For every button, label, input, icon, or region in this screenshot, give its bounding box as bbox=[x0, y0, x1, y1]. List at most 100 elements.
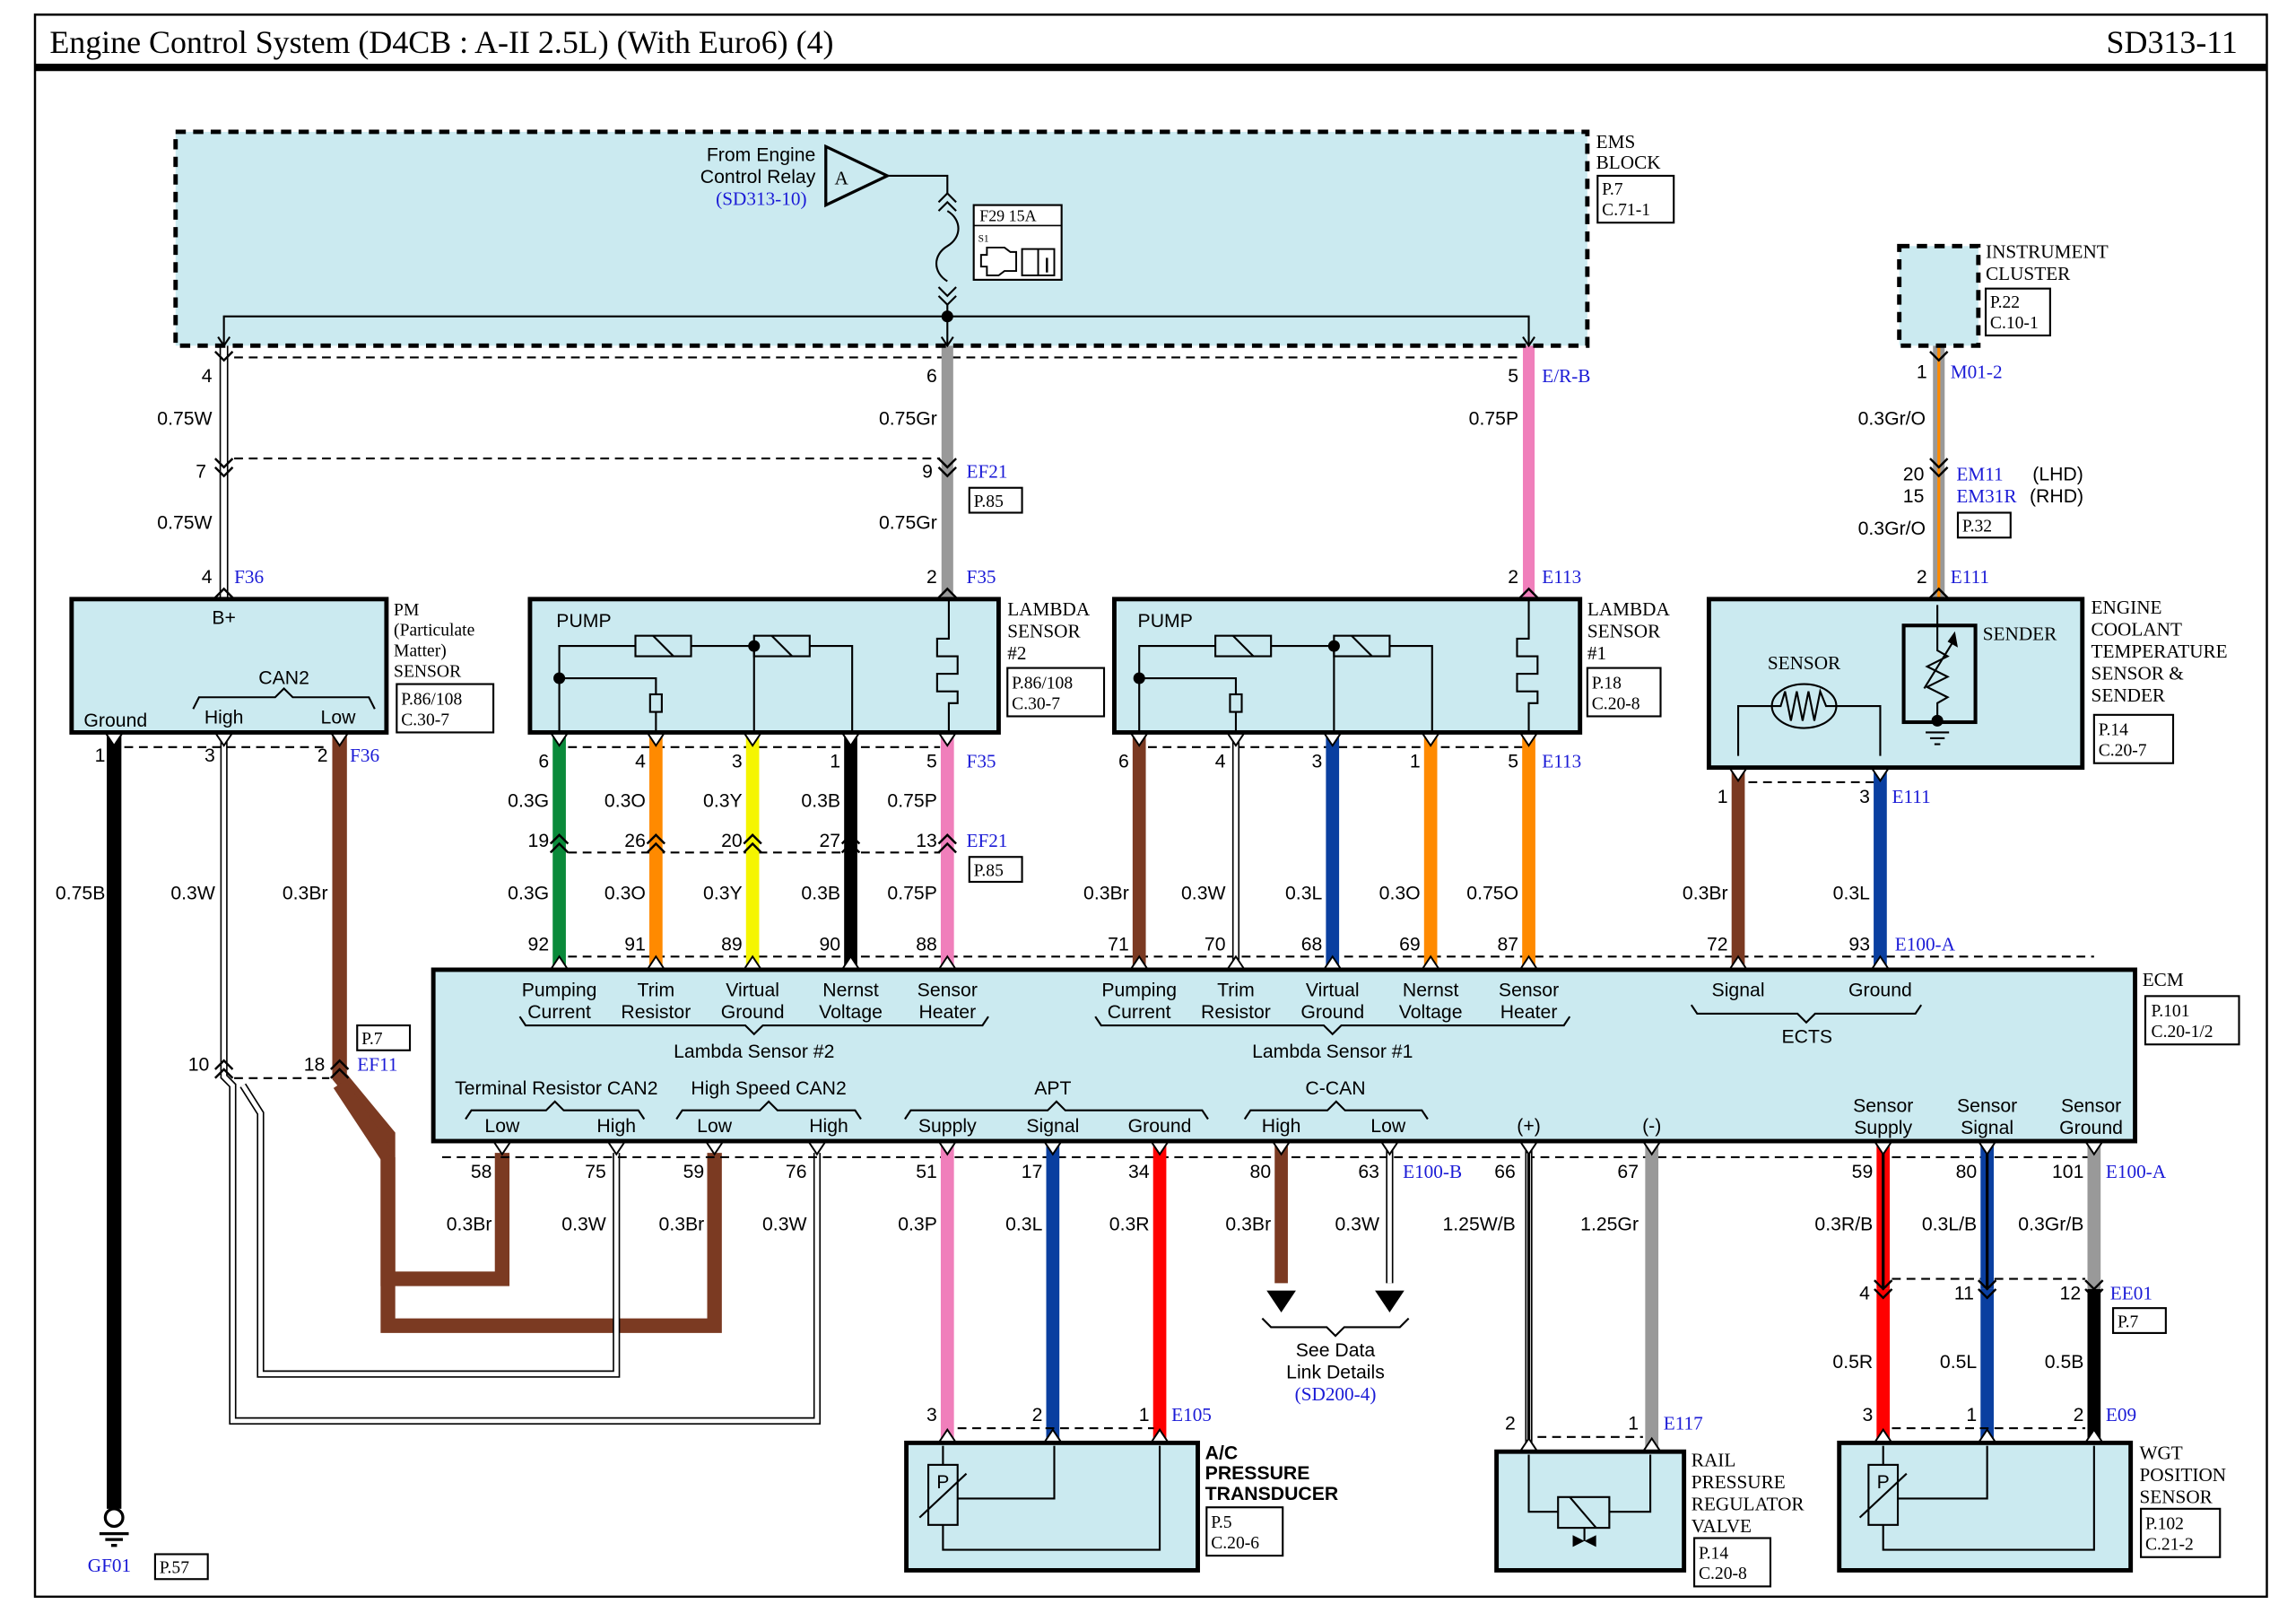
wire-label: 4 bbox=[202, 366, 213, 387]
wire-label: 2 bbox=[926, 567, 937, 588]
wire-label: 3 bbox=[1862, 1405, 1873, 1425]
wire-can-low-term[interactable] bbox=[380, 1153, 510, 1286]
instrument-cluster[interactable]: INSTRUMENT CLUSTER P.22 C.10-1 bbox=[1897, 240, 2109, 348]
connector-id[interactable]: E111 bbox=[1951, 566, 1989, 588]
ecm-pin-label: Voltage bbox=[1399, 1002, 1463, 1023]
connector-id[interactable]: EF11 bbox=[357, 1054, 397, 1076]
instrument-cluster-ref-box[interactable] bbox=[1984, 287, 2051, 336]
lambda2-ref-page: P.86/108 bbox=[1012, 674, 1073, 693]
connector-id[interactable]: E100-B bbox=[1403, 1161, 1462, 1182]
data-link-ref-link[interactable]: (SD200-4) bbox=[1295, 1383, 1377, 1405]
pm-ref-box[interactable] bbox=[396, 683, 495, 734]
ems-ref-box[interactable] bbox=[1596, 174, 1675, 224]
ac-pressure-transducer[interactable]: P A/C PRESSURE TRANSDUCER P.5 C.20-6 bbox=[904, 1440, 1339, 1573]
ems-block-box[interactable] bbox=[173, 129, 1590, 348]
pm-sensor[interactable]: B+ CAN2 Ground High Low PM (Particulate … bbox=[69, 597, 495, 735]
lambda-sensor-2-box[interactable] bbox=[527, 597, 1001, 735]
wgt-ref-box[interactable] bbox=[2140, 1507, 2222, 1558]
ecm-pin-label: Nernst bbox=[1403, 980, 1459, 1000]
wire-label: Ground bbox=[1128, 1116, 1192, 1137]
apt-ref-connector: C.20-6 bbox=[1211, 1534, 1259, 1553]
rail-name-2: PRESSURE bbox=[1692, 1471, 1786, 1493]
wire-label: Signal bbox=[1026, 1116, 1079, 1137]
rail-valve-box[interactable] bbox=[1494, 1449, 1687, 1573]
apt-ref-box[interactable] bbox=[1205, 1506, 1284, 1557]
ecm-pin-label: Ground bbox=[1300, 1002, 1364, 1023]
connector-id[interactable]: E/R-B bbox=[1542, 365, 1590, 387]
page-ref-box[interactable] bbox=[968, 486, 1023, 514]
wire-label: 1 bbox=[1966, 1405, 1977, 1425]
connector-id[interactable]: F35 bbox=[967, 566, 996, 588]
ects-sensor-box[interactable] bbox=[1706, 597, 2085, 771]
page-ref-box[interactable] bbox=[356, 1024, 412, 1051]
instrument-cluster-box[interactable] bbox=[1897, 243, 1981, 348]
connector-id[interactable]: E100-A bbox=[2106, 1161, 2167, 1182]
trim-resistor-icon bbox=[648, 693, 663, 713]
ac-pressure-transducer-box[interactable] bbox=[904, 1440, 1200, 1573]
ects-name-1: ENGINE bbox=[2092, 597, 2162, 618]
ecm-pin-label: Signal bbox=[1961, 1118, 2013, 1138]
wire-label: 76 bbox=[786, 1162, 807, 1182]
ects-sensor[interactable]: SENSOR SENDER ENGINE COOLANT TEMPERATURE… bbox=[1706, 597, 2228, 771]
connector-id[interactable]: E100-A bbox=[1895, 934, 1956, 955]
wire-label: 6 bbox=[1118, 752, 1129, 772]
ground-gf01[interactable]: GF01 P.57 bbox=[88, 1507, 209, 1581]
page-ref-box[interactable] bbox=[968, 856, 1023, 884]
ems-block[interactable]: EMS BLOCK P.7 C.71-1 From Engine Control… bbox=[173, 129, 1675, 348]
wire-can-low-branch[interactable] bbox=[333, 1079, 395, 1162]
page-ref-box[interactable] bbox=[2112, 1307, 2167, 1334]
connector-id[interactable]: F36 bbox=[234, 566, 264, 588]
ems-ref-connector: C.71-1 bbox=[1602, 201, 1650, 220]
pm-low-label: Low bbox=[321, 708, 357, 728]
rail-pressure-regulator-valve[interactable]: RAIL PRESSURE REGULATOR VALVE P.14 C.20-… bbox=[1494, 1449, 1805, 1588]
rail-name-3: REGULATOR bbox=[1692, 1493, 1805, 1514]
ecm[interactable]: ECM P.101 C.20-1/2 PumpingCurrentTrimRes… bbox=[430, 967, 2240, 1144]
connector-id[interactable]: EF21 bbox=[967, 830, 1008, 851]
connector-id[interactable]: EE01 bbox=[2110, 1282, 2152, 1303]
ecm-ref-box[interactable] bbox=[2144, 995, 2240, 1046]
connector-chevron-icon bbox=[1518, 587, 1539, 599]
wire-label: 1 bbox=[1917, 362, 1927, 382]
connector-id[interactable]: E105 bbox=[1171, 1404, 1212, 1425]
wire-label: 1 bbox=[830, 752, 840, 772]
ecm-pin-label: Virtual bbox=[726, 980, 779, 1000]
wire-label: 0.75W bbox=[157, 512, 212, 533]
lambda2-ref-box[interactable] bbox=[1006, 667, 1106, 718]
connector-id[interactable]: F35 bbox=[967, 751, 996, 772]
page-ref-box[interactable] bbox=[1956, 511, 2012, 539]
connector-id[interactable]: F36 bbox=[350, 745, 379, 766]
lambda1-ref-box[interactable] bbox=[1586, 667, 1662, 718]
ground-ref-box[interactable] bbox=[153, 1553, 209, 1581]
connector-id[interactable]: E113 bbox=[1542, 566, 1581, 588]
wire-label: 26 bbox=[624, 831, 646, 851]
wire-label: 4 bbox=[1859, 1283, 1870, 1303]
ects-name-2: COOLANT bbox=[2092, 619, 2182, 641]
connector-id[interactable]: M01-2 bbox=[1951, 361, 2003, 382]
lambda-sensor-2[interactable]: PUMP LAMBDA SENSOR #2 P.86/108 C.30-7 bbox=[527, 597, 1106, 735]
connector-id[interactable]: E111 bbox=[1892, 786, 1931, 807]
relay-connector-icon bbox=[824, 144, 891, 208]
ecm-box[interactable] bbox=[430, 967, 2138, 1144]
ects-ref-box[interactable] bbox=[2092, 713, 2175, 764]
ecm-pin-label: Sensor bbox=[1957, 1095, 2017, 1116]
wire-label: 70 bbox=[1205, 935, 1226, 955]
pm-sensor-box[interactable] bbox=[69, 597, 389, 735]
connector-id[interactable]: E113 bbox=[1542, 751, 1581, 772]
connector-id[interactable]: EM11 bbox=[1956, 464, 2003, 485]
connector-id[interactable]: EF21 bbox=[967, 460, 1008, 482]
wire-label: 0.75P bbox=[1469, 409, 1518, 430]
wire-label: 0.75P bbox=[887, 791, 936, 812]
wire-label: Low bbox=[484, 1116, 520, 1137]
lambda-sensor-1-box[interactable] bbox=[1111, 597, 1583, 735]
wire-label: 2 bbox=[1505, 1414, 1516, 1434]
data-link-reference[interactable]: See Data Link Details (SD200-4) bbox=[1261, 1290, 1410, 1405]
rail-ref-box[interactable] bbox=[1693, 1537, 1772, 1588]
wgt-position-sensor[interactable]: P WGT POSITION SENSOR P.102 C.21-2 bbox=[1837, 1440, 2226, 1573]
wire-label: 0.3W bbox=[1335, 1215, 1379, 1235]
lambda-sensor-1[interactable]: PUMP LAMBDA SENSOR #1 P.18 C.20-8 bbox=[1111, 597, 1670, 735]
connector-id[interactable]: E09 bbox=[2106, 1404, 2136, 1425]
relay-ref-link[interactable]: (SD313-10) bbox=[716, 188, 806, 210]
connector-id[interactable]: EM31R bbox=[1956, 485, 2017, 507]
wire-label: 20 bbox=[1903, 465, 1925, 485]
connector-id[interactable]: E117 bbox=[1664, 1413, 1703, 1434]
